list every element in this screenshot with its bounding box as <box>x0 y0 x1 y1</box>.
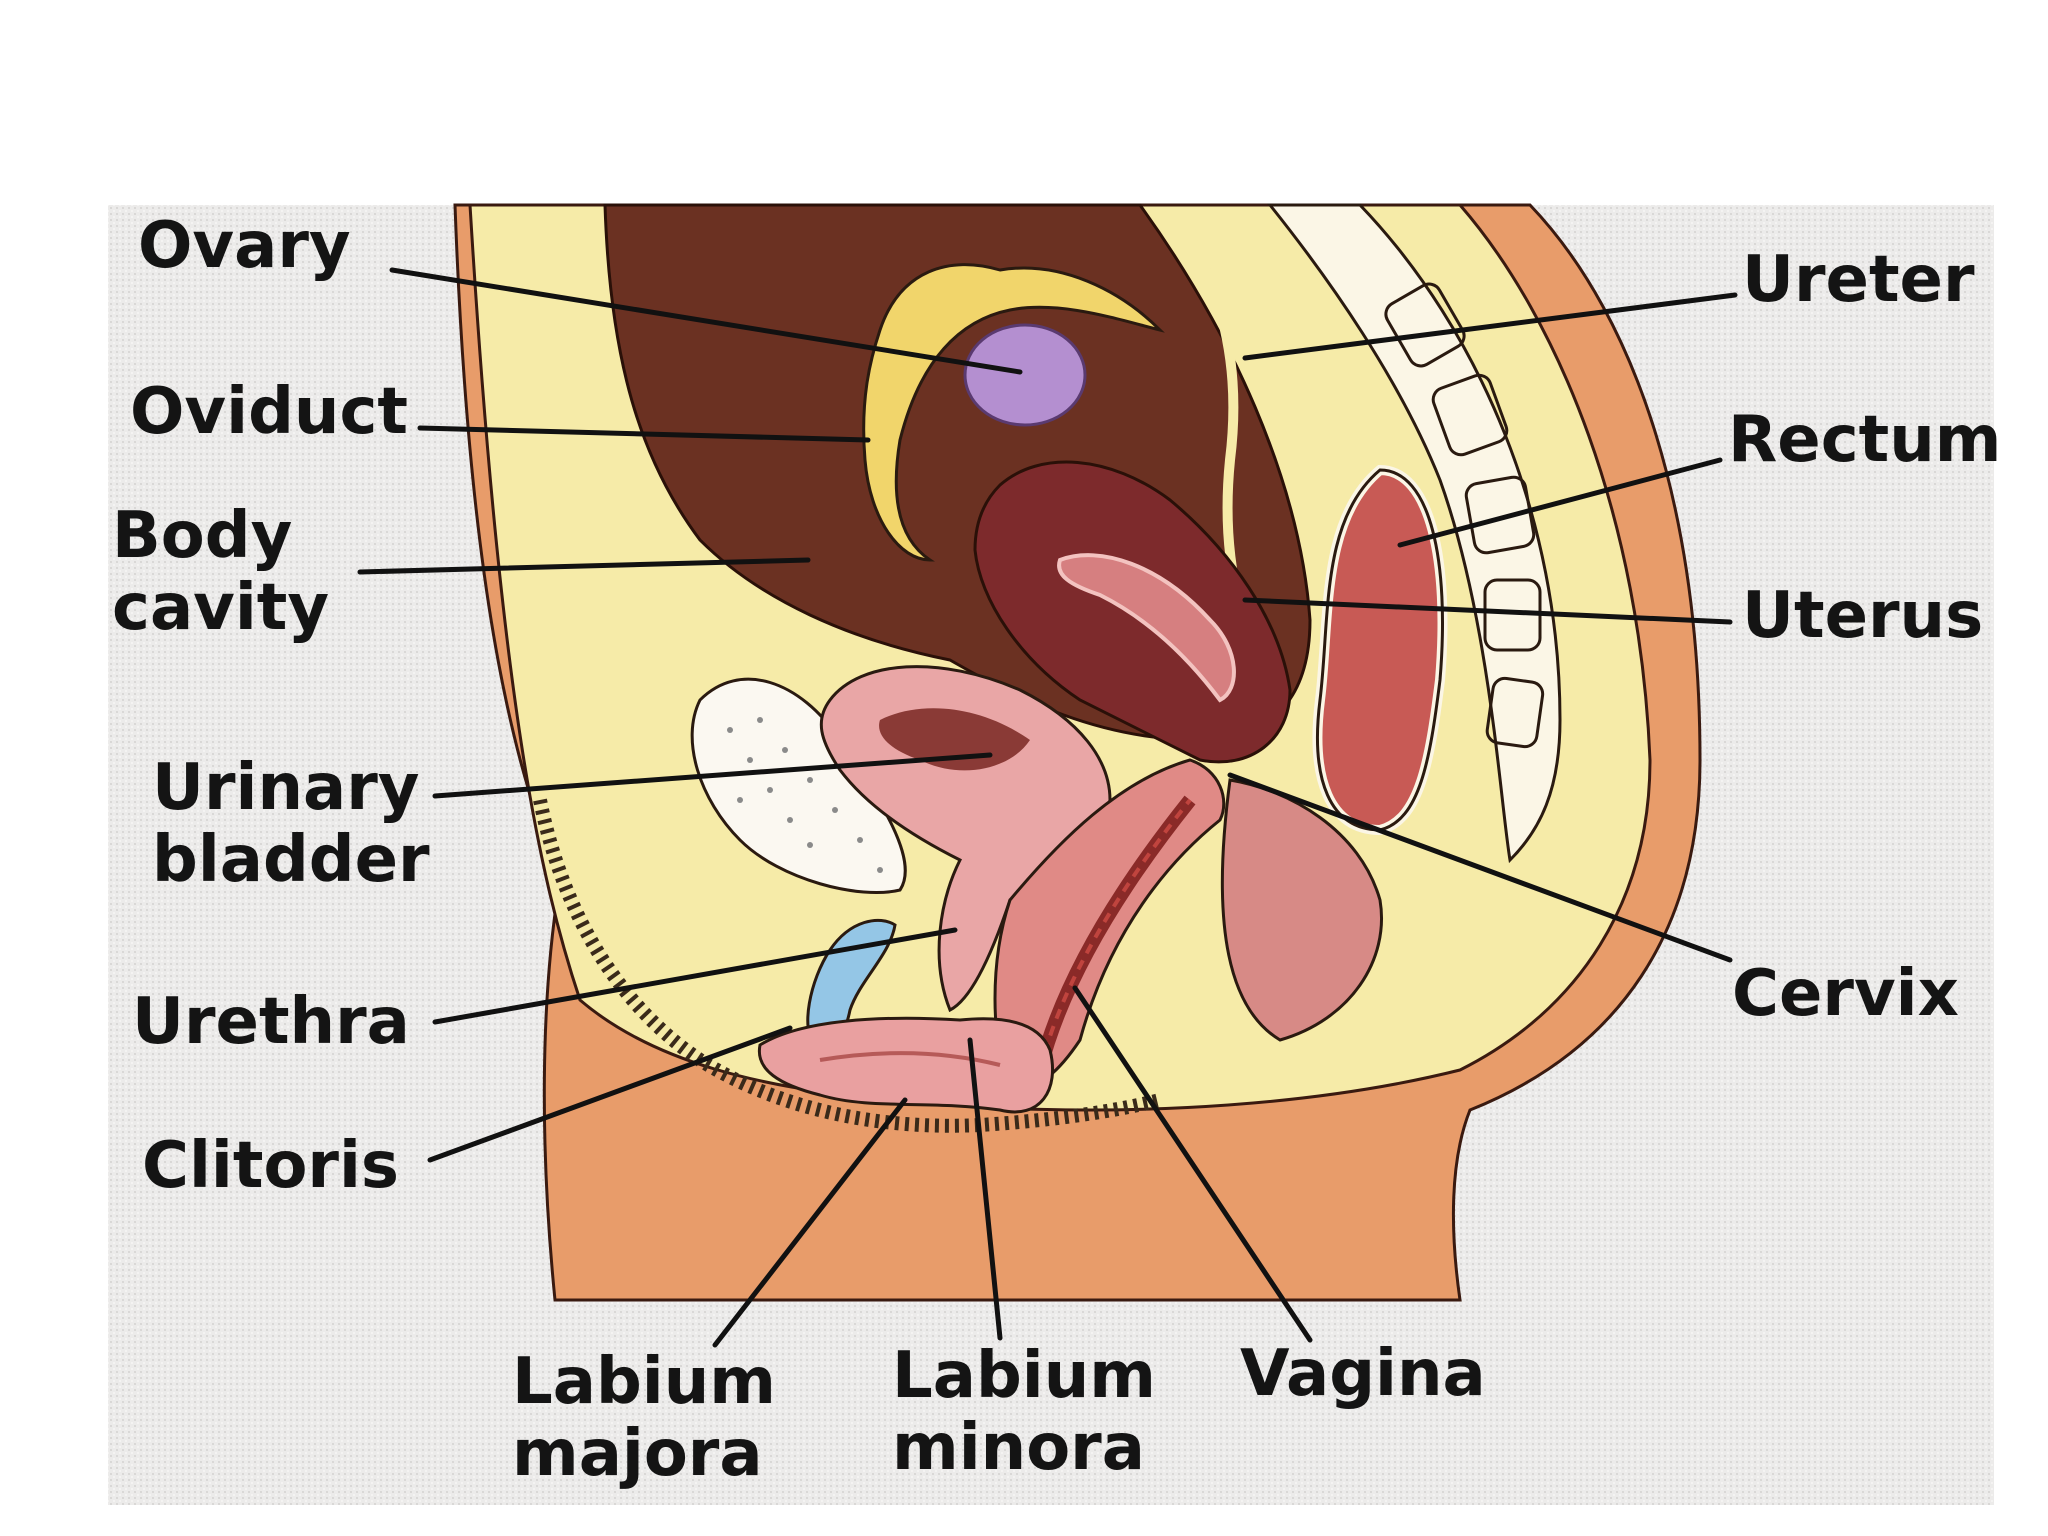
label-vagina: Vagina <box>1240 1337 1486 1411</box>
label-labium-majora-line1: Labium <box>512 1345 776 1419</box>
leader-body-cavity <box>357 557 811 575</box>
label-cervix: Cervix <box>1732 957 1959 1031</box>
label-clitoris: Clitoris <box>142 1129 399 1203</box>
leader-lines <box>357 267 1738 1348</box>
label-ovary: Ovary <box>138 209 351 283</box>
anal-region <box>1220 778 1383 1042</box>
leader-uterus <box>1242 597 1733 625</box>
ovary-shape <box>963 323 1087 427</box>
label-labium-majora-line2: majora <box>512 1417 763 1491</box>
label-body-cavity-line1: Body <box>112 499 293 573</box>
leader-urinary-bladder <box>432 752 993 799</box>
label-oviduct: Oviduct <box>130 375 408 449</box>
uterine-cavity <box>1057 553 1236 703</box>
label-urinary-bladder-line1: Urinary <box>152 751 420 825</box>
label-labium-minora-line1: Labium <box>892 1339 1156 1413</box>
pubic-bone <box>690 677 907 894</box>
label-labium-minora: Labium minora <box>892 1340 1156 1484</box>
leader-vagina <box>1072 985 1313 1343</box>
label-urethra: Urethra <box>132 985 410 1059</box>
label-labium-minora-line2: minora <box>892 1411 1145 1485</box>
labia-shape <box>757 1016 1055 1114</box>
label-urinary-bladder: Urinary bladder <box>152 752 430 896</box>
leader-urethra <box>432 927 958 1025</box>
leader-rectum <box>1397 457 1723 548</box>
label-body-cavity: Body cavity <box>112 500 329 644</box>
label-urinary-bladder-line2: bladder <box>152 823 430 897</box>
leader-oviduct <box>417 425 871 443</box>
leader-clitoris <box>427 1025 793 1163</box>
label-ureter: Ureter <box>1742 243 1975 317</box>
label-labium-majora: Labium majora <box>512 1346 776 1490</box>
urinary-bladder-shape <box>819 665 1112 1013</box>
label-body-cavity-line2: cavity <box>112 571 330 645</box>
label-uterus: Uterus <box>1742 579 1984 653</box>
oviduct-tube <box>862 263 1165 562</box>
leader-labium-majora <box>712 1097 908 1348</box>
leader-ureter <box>1242 292 1738 361</box>
pubic-bone-dots <box>727 717 883 873</box>
label-rectum: Rectum <box>1728 403 2002 477</box>
leader-labium-minora <box>967 1037 1003 1341</box>
pubic-hair <box>533 798 1162 1133</box>
leader-ovary <box>389 267 1023 375</box>
leader-cervix <box>1227 772 1733 963</box>
